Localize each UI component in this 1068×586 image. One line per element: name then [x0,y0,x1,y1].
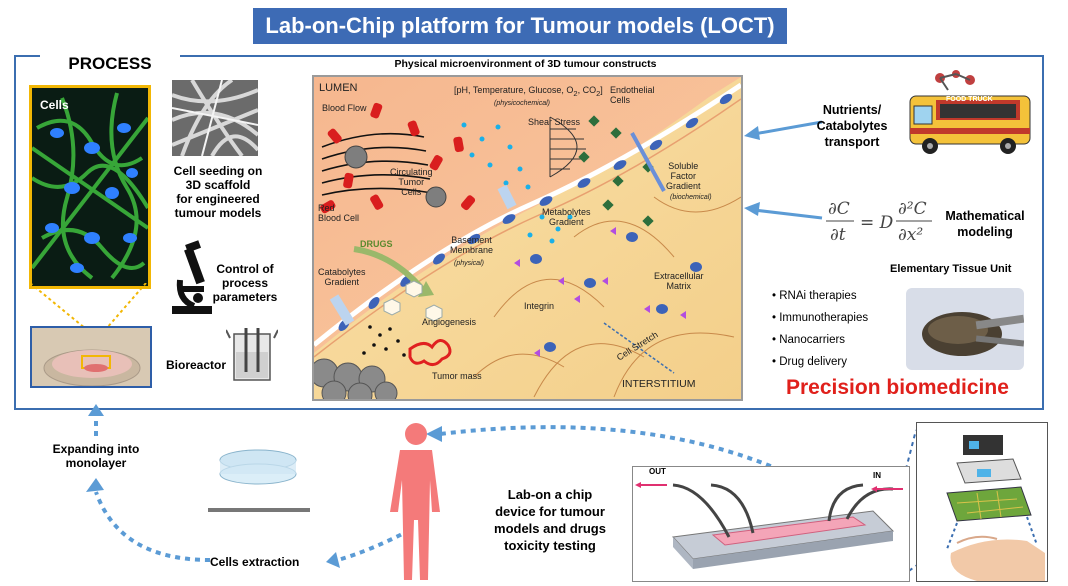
soluble-label: Soluble Factor Gradient [666,161,701,191]
inward-arrows [744,120,823,220]
cells-micrograph: Cells [29,85,151,289]
drugs-label: DRUGS [360,239,393,249]
page-title: Lab-on-Chip platform for Tumour models (… [253,8,787,44]
therapy-text: Drug delivery [779,356,847,368]
extraction-label: Cells extraction [210,555,300,569]
chip-label: Lab-on a chip device for tumour models a… [494,487,606,553]
scaffold-label: Cell seeding on 3D scaffold for engineer… [173,164,263,220]
nutrients-label: Nutrients/ Catabolytes transport [816,103,888,149]
lumen-label: LUMEN [319,82,358,94]
chip-device-illustration [635,482,903,569]
svg-text:∂x²: ∂x² [898,225,923,245]
therapy-item: • Drug delivery [772,356,847,368]
tumor-mass-label: Tumor mass [432,371,482,381]
out-label: OUT [649,467,666,476]
params-text: [pH, Temperature, Glucose, O [454,85,574,95]
integrin-label: Integrin [524,301,555,311]
expanding-label: Expanding into monolayer [52,442,140,470]
co2-subscript: 2 [596,88,601,98]
blood-flow-label: Blood Flow [322,103,367,113]
researcher-icon [390,423,440,580]
micro-heading: Physical microenvironment of 3D tumour c… [394,58,657,70]
microenvironment-illustration [314,77,741,399]
microenvironment-panel: LUMEN INTERSTITIUM Blood Flow [pH, Tempe… [312,75,743,401]
svg-text:∂t: ∂t [830,225,846,245]
food-truck-label: FOOD TRUCK [946,96,993,103]
svg-text:∂²C: ∂²C [898,199,927,219]
process-heading: PROCESS [40,52,180,76]
physical-label: (physical) [454,260,484,267]
physicochemical-label: (physicochemical) [494,100,551,107]
chip-image-frame: OUT IN [632,466,910,582]
cells-image [32,88,148,286]
angiogenesis-label: Angiogenesis [422,317,477,327]
basement-label: Basement Membrane [450,235,494,255]
zoom-connector [29,283,147,330]
svg-text:∂C: ∂C [828,199,850,219]
control-label: Control of process parameters [212,262,278,304]
svg-text:= D: = D [860,213,894,233]
scaffold-image [172,80,258,156]
circulating-label: Circulating Tumor Cells [390,167,433,197]
therapy-text: Nanocarriers [779,334,846,346]
therapy-text: RNAi therapies [779,290,857,302]
metabolytes-label: Metabolytes Gradient [542,207,591,227]
therapy-text: Immunotherapies [779,312,869,324]
bioreactor-label: Bioreactor [165,358,227,372]
params-label: [pH, Temperature, Glucose, O2, CO2] [454,85,603,99]
biochemical-label: (biochemical) [670,194,712,201]
microscope-icon [172,240,212,314]
therapy-item: • Nanocarriers [772,334,846,346]
extracellular-label: Extracellular Matrix [654,271,704,291]
circuit-hand-illustration [946,435,1045,581]
tissue-unit-photo [906,288,1024,370]
interstitium-label: INTERSTITIUM [622,378,696,390]
therapies-list: • RNAi therapies • Immunotherapies • Nan… [772,285,868,373]
params-end-text: ] [600,85,603,95]
math-label: Mathematical modeling [945,209,1025,239]
catabolytes-gradient-label: Catabolytes Gradient [318,267,366,287]
therapy-item: • Immunotherapies [772,312,869,324]
diffusion-equation: ∂C ∂t = D ∂²C ∂x² [826,199,932,245]
params-mid-text: , CO [577,85,597,95]
o2-subscript: 2 [573,88,578,98]
circuit-hand-frame [916,422,1048,582]
process-frame [14,55,1044,410]
cells-label: Cells [40,98,69,112]
petri-dishes-icon [208,449,310,512]
therapy-item: • RNAi therapies [772,290,857,302]
shear-stress-label: Shear Stress [528,117,581,127]
food-truck-icon [909,70,1031,154]
in-label: IN [873,471,881,480]
red-blood-cell-label: Red Blood Cell [318,203,360,223]
precision-biomedicine-label: Precision biomedicine [786,376,1009,399]
endothelial-label: Endothelial Cells [610,85,655,105]
petri-dish-photo [30,326,152,388]
bioreactor-icon [226,328,278,381]
etu-label: Elementary Tissue Unit [890,263,1012,275]
